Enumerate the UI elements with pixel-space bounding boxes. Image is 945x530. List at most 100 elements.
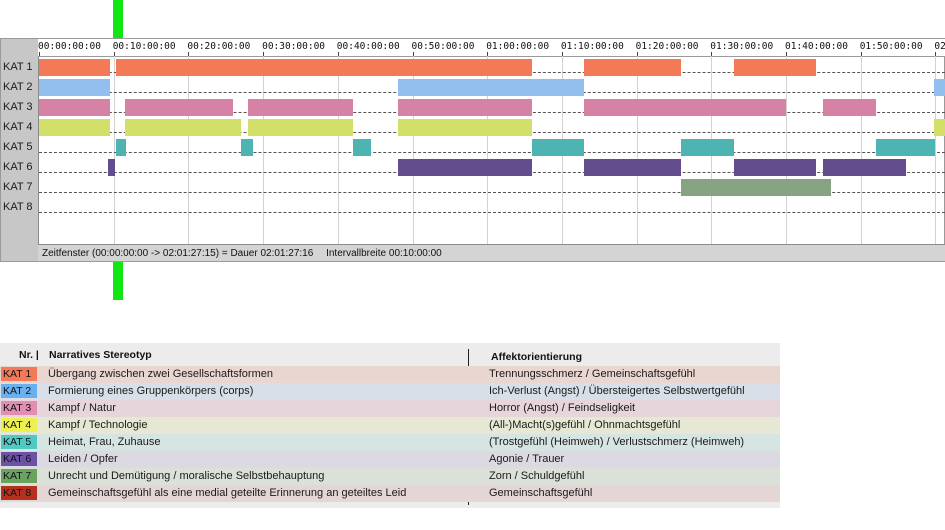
category-segment[interactable]: [584, 59, 682, 76]
legend-header-nr: Nr. |: [19, 349, 39, 361]
stereotype-text: Gemeinschaftsgefühl als eine medial gete…: [48, 487, 407, 499]
row-baseline: [39, 212, 945, 213]
category-segment[interactable]: [933, 79, 945, 96]
tick-mark: [711, 52, 713, 56]
tick-label: 00:50:00:00: [411, 41, 475, 52]
stereotype-text: Unrecht und Demütigung / moralische Selb…: [48, 470, 325, 482]
category-segment[interactable]: [933, 119, 945, 136]
category-segment[interactable]: [733, 159, 816, 176]
kat-badge: KAT 7: [1, 469, 37, 483]
legend-row: KAT 8 Gemeinschaftsgefühl als eine medial…: [0, 485, 780, 502]
category-segment[interactable]: [108, 159, 116, 176]
grid-line: [263, 56, 265, 244]
category-segment[interactable]: [397, 79, 585, 96]
tick-mark: [636, 52, 638, 56]
tick-label: 01:40:00:00: [785, 41, 848, 52]
category-segment[interactable]: [124, 119, 241, 136]
row-label: KAT 2: [3, 81, 33, 93]
affect-text: (All-)Macht(s)gefühl / Ohnmachtsgefühl: [489, 419, 681, 431]
affect-text: (Trostgefühl (Heimweh) / Verlustschmerz …: [489, 436, 745, 448]
affect-text: Trennungsschmerz / Gemeinschaftsgefühl: [489, 368, 696, 380]
tick-label: 02: [934, 41, 945, 52]
category-segment[interactable]: [39, 99, 110, 116]
tick-mark: [487, 52, 489, 56]
stereotype-text: Kampf / Natur: [48, 402, 116, 414]
category-segment[interactable]: [733, 59, 816, 76]
kat-badge: KAT 5: [1, 435, 37, 449]
affect-text: Zorn / Schuldgefühl: [489, 470, 585, 482]
status-window-text: Zeitfenster (00:00:00:00 -> 02:01:27:15)…: [42, 248, 314, 259]
grid-line: [487, 56, 489, 244]
grid-line: [113, 56, 115, 244]
category-segment[interactable]: [124, 99, 234, 116]
playhead-cursor-top[interactable]: [113, 0, 123, 38]
row-label: KAT 5: [3, 141, 33, 153]
category-segment[interactable]: [115, 59, 533, 76]
category-segment[interactable]: [397, 159, 532, 176]
grid-line: [860, 56, 862, 244]
tick-label: 01:20:00:00: [635, 41, 699, 52]
tick-mark: [935, 52, 937, 56]
row-baseline: [39, 152, 945, 153]
affect-text: Ich-Verlust (Angst) / Übersteigertes Sel…: [489, 385, 745, 397]
category-segment[interactable]: [584, 159, 682, 176]
tick-mark: [561, 52, 563, 56]
category-segment[interactable]: [248, 99, 353, 116]
kat-badge: KAT 3: [1, 401, 37, 415]
tick-mark: [860, 52, 862, 56]
category-segment[interactable]: [823, 159, 906, 176]
tick-label: 00:40:00:00: [336, 41, 400, 52]
stereotype-text: Leiden / Opfer: [48, 453, 118, 465]
category-segment[interactable]: [532, 139, 585, 156]
category-segment[interactable]: [681, 139, 734, 156]
category-segment[interactable]: [681, 179, 831, 196]
tick-mark: [113, 52, 115, 56]
legend-row: KAT 1 Übergang zwischen zwei Gesellschaft…: [0, 366, 780, 383]
legend-row: KAT 7 Unrecht und Demütigung / moralische…: [0, 468, 780, 485]
tick-label: 00:10:00:00: [112, 41, 176, 52]
category-segment[interactable]: [240, 139, 253, 156]
playhead-cursor-bottom[interactable]: [113, 262, 123, 300]
tick-label: 00:00:00:00: [38, 41, 101, 52]
category-segment[interactable]: [39, 119, 110, 136]
tick-label: 01:30:00:00: [710, 41, 774, 52]
category-segment[interactable]: [39, 79, 110, 96]
row-label: KAT 8: [3, 201, 33, 213]
category-segment[interactable]: [352, 139, 372, 156]
kat-badge: KAT 6: [1, 452, 37, 466]
category-segment[interactable]: [248, 119, 353, 136]
kat-badge: KAT 1: [1, 367, 37, 381]
tick-mark: [412, 52, 414, 56]
category-segment[interactable]: [39, 59, 110, 76]
grid-line: [412, 56, 414, 244]
grid-line: [786, 56, 787, 244]
category-segment[interactable]: [397, 99, 532, 116]
tick-label: 01:50:00:00: [859, 41, 923, 52]
category-segment[interactable]: [397, 119, 532, 136]
row-baseline: [39, 192, 945, 193]
legend-header-stereotype: Narratives Stereotyp: [49, 349, 152, 361]
tick-mark: [786, 52, 787, 56]
category-segment[interactable]: [875, 139, 936, 156]
grid-line: [636, 56, 638, 244]
stereotype-text: Übergang zwischen zwei Gesellschaftsform…: [48, 368, 273, 380]
row-label: KAT 1: [3, 61, 33, 73]
tick-mark: [263, 52, 265, 56]
stereotype-text: Formierung eines Gruppenkörpers (corps): [48, 385, 254, 397]
stereotype-text: Kampf / Technologie: [48, 419, 148, 431]
category-segment[interactable]: [115, 139, 126, 156]
tick-mark: [188, 52, 190, 56]
category-segment[interactable]: [823, 99, 876, 116]
tick-label: 01:00:00:00: [486, 41, 550, 52]
grid-line: [188, 56, 190, 244]
category-segment[interactable]: [584, 99, 786, 116]
tick-label: 01:10:00:00: [560, 41, 624, 52]
kat-badge: KAT 8: [1, 486, 37, 500]
affect-text: Agonie / Trauer: [489, 453, 565, 465]
tick-mark: [39, 52, 40, 56]
